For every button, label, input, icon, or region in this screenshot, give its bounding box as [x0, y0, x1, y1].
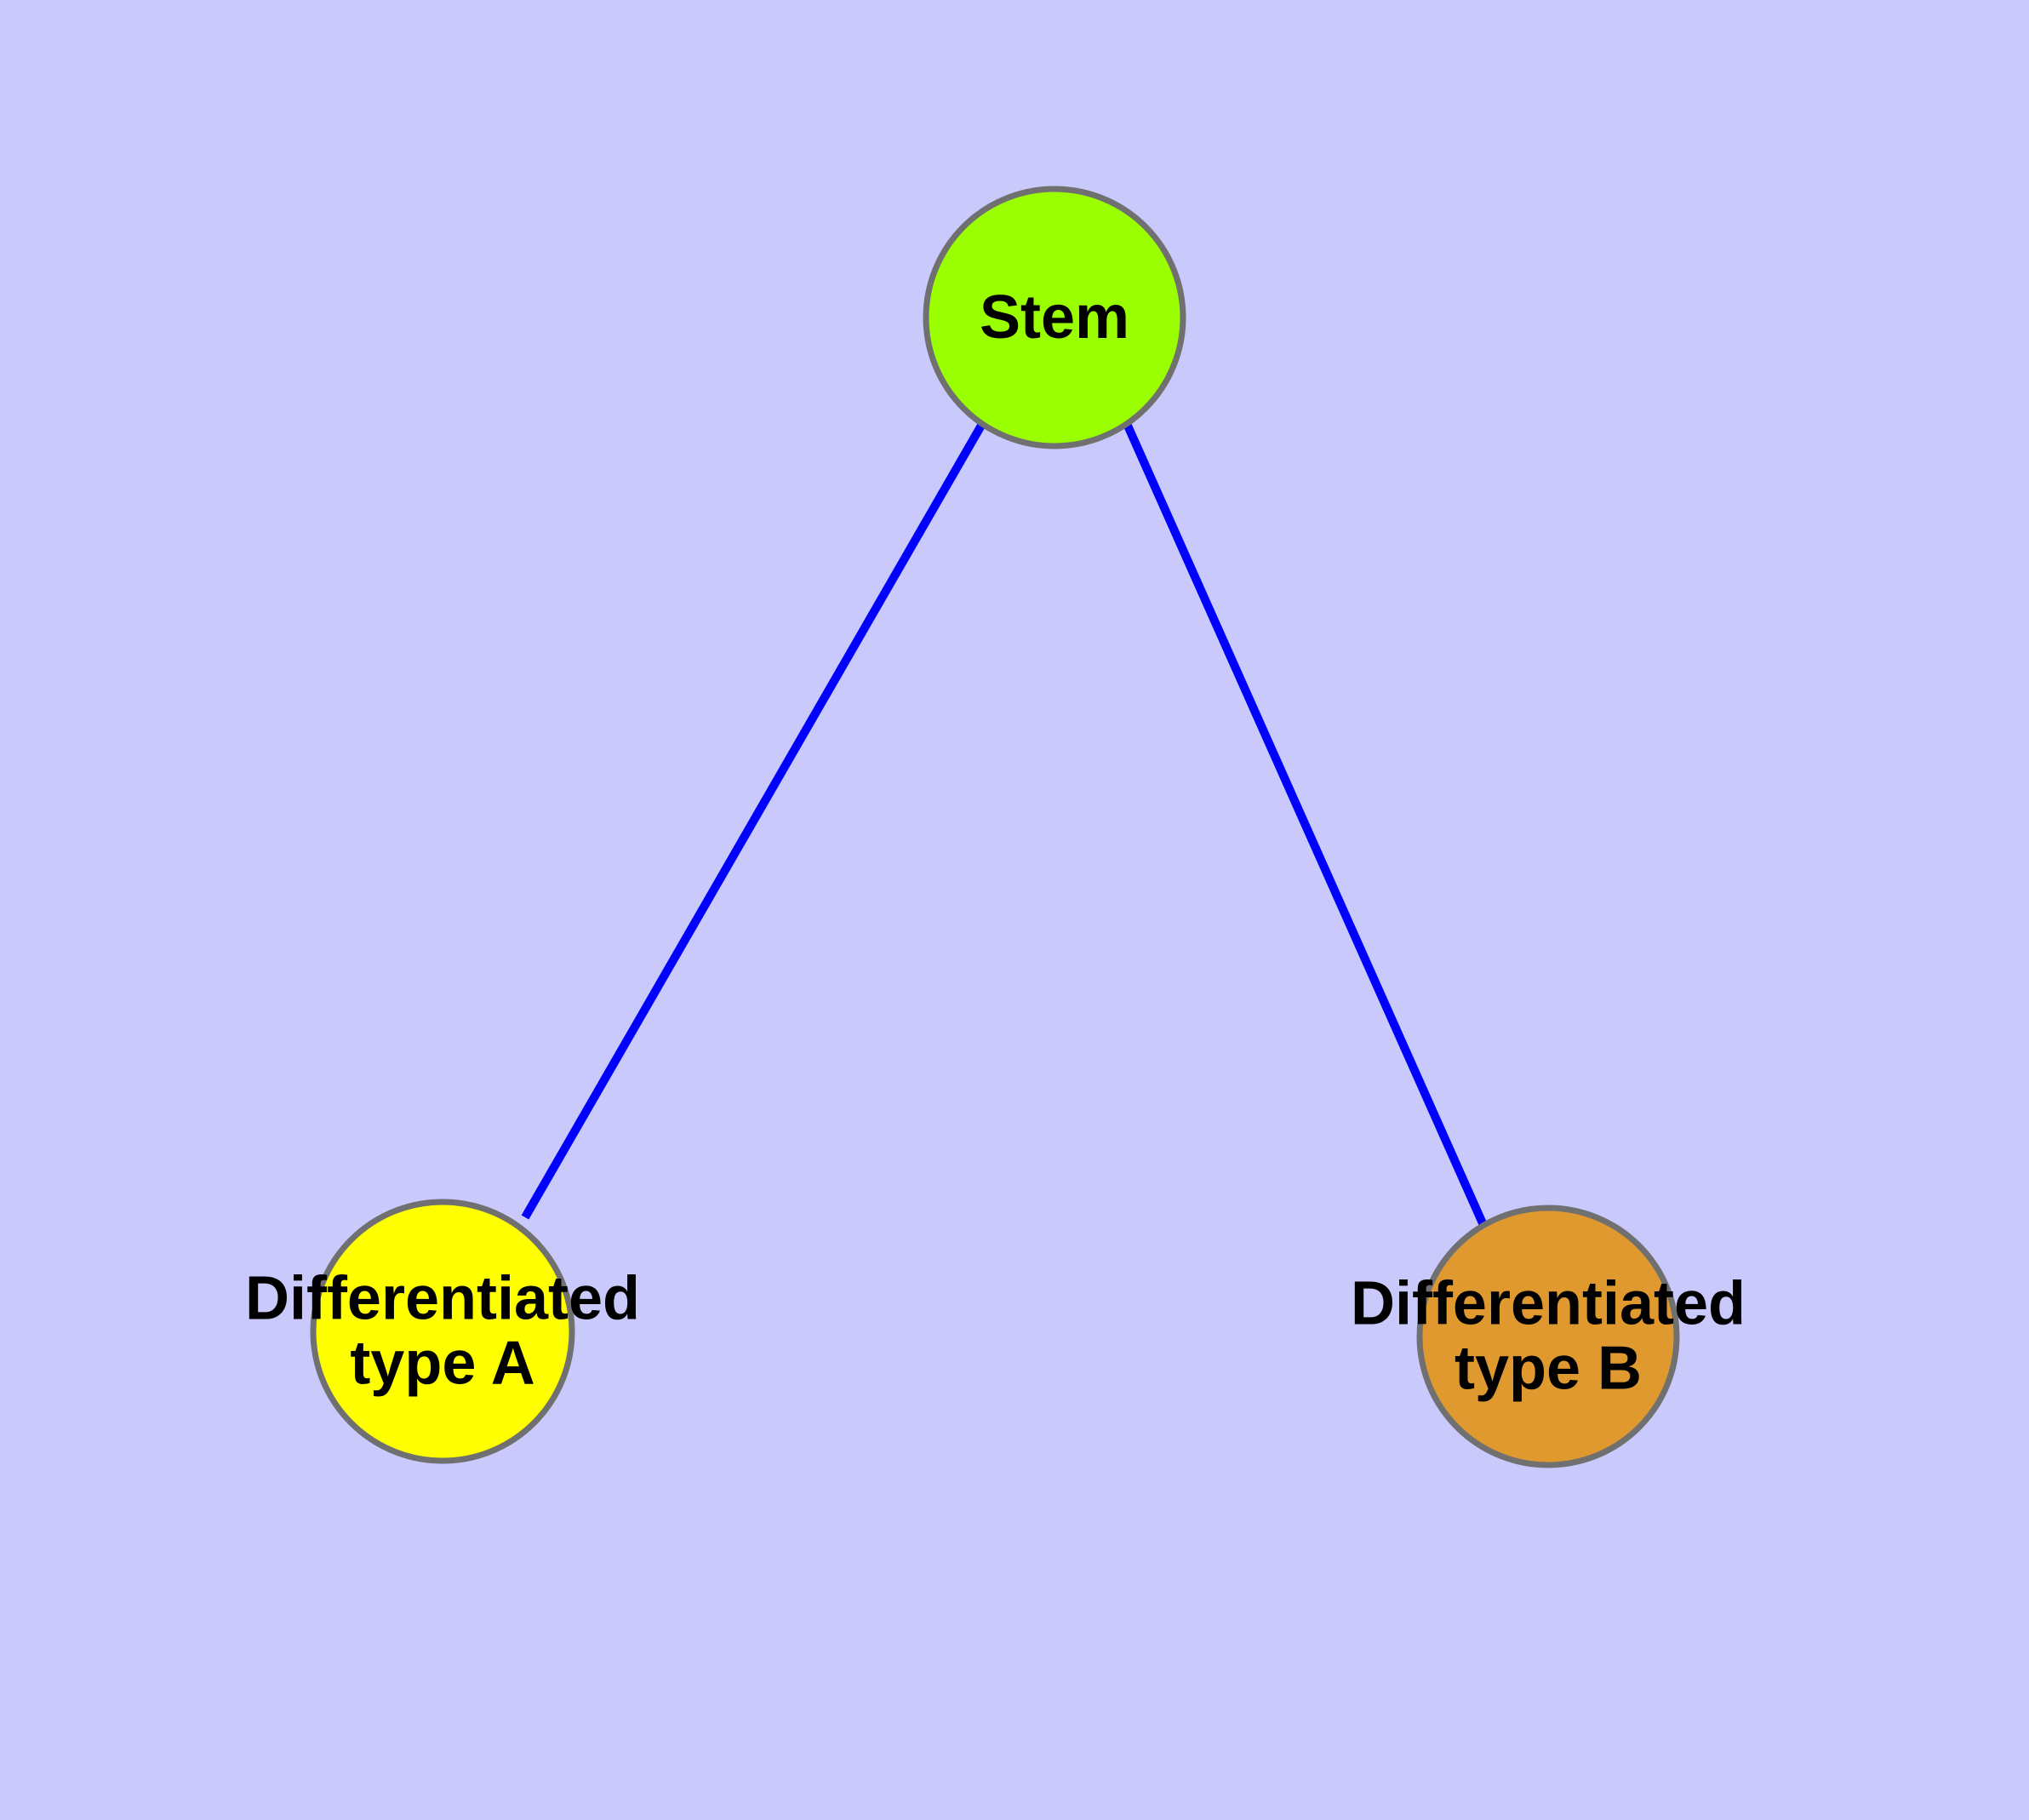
edge-layer: [521, 421, 1487, 1226]
graph-node-stem[interactable]: [923, 186, 1186, 449]
graph-node-diff-b[interactable]: [1416, 1205, 1680, 1468]
graph-node-diff-a[interactable]: [310, 1199, 575, 1464]
node-layer: [310, 186, 1680, 1468]
graph-edge-stem-to-diff-a: [521, 421, 986, 1220]
graph-edge-stem-to-diff-b: [1123, 423, 1487, 1226]
